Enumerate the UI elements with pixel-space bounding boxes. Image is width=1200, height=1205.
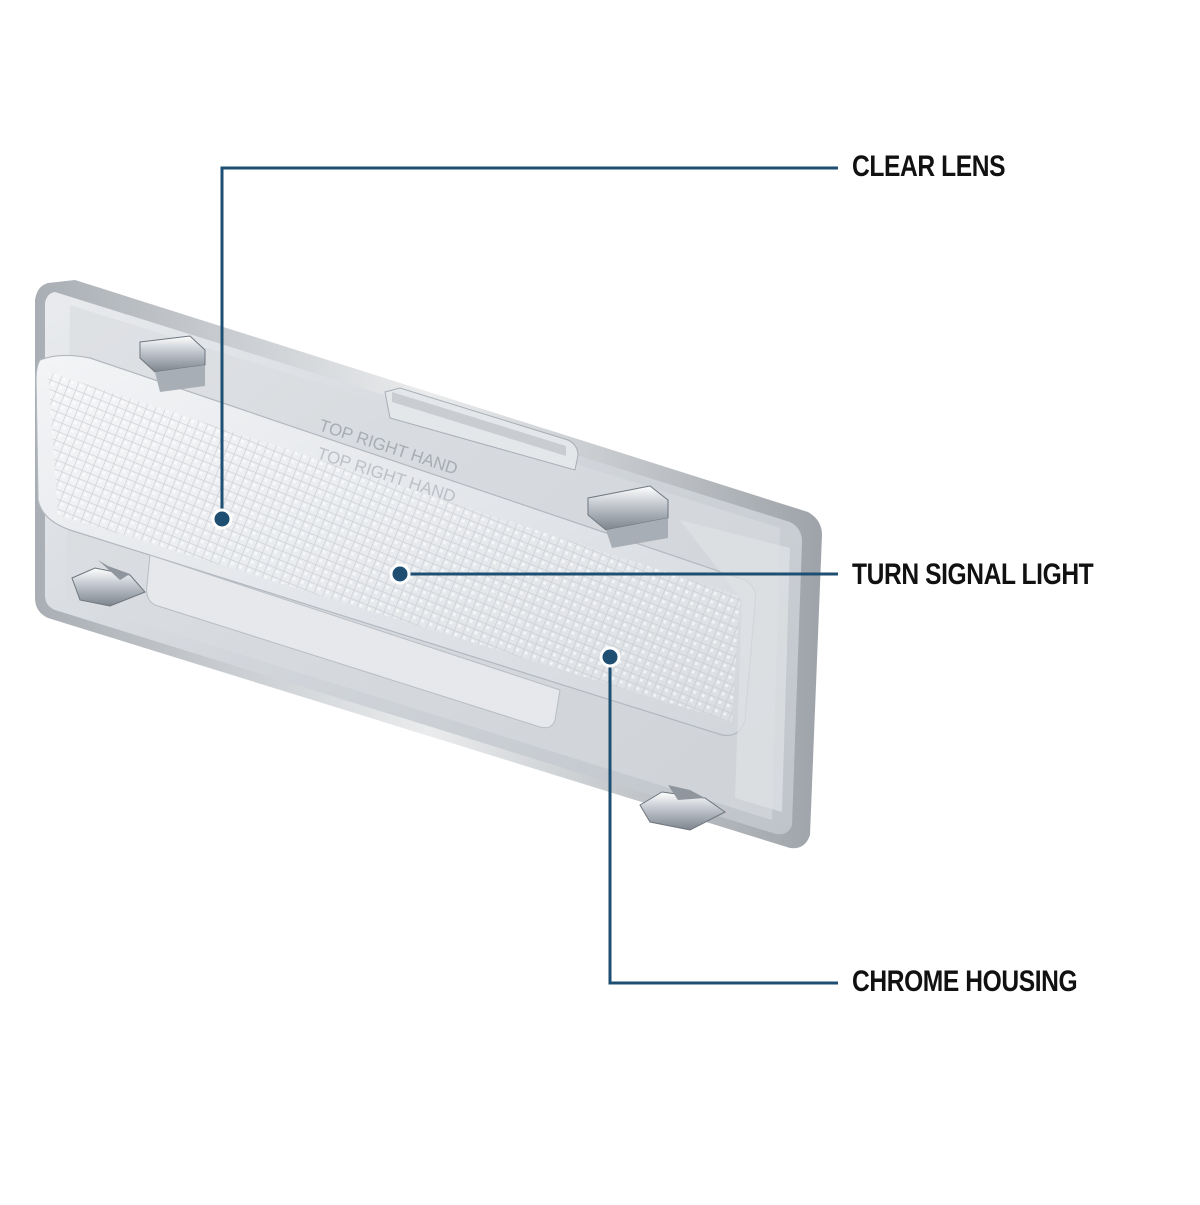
clear-lens-leader — [220, 166, 838, 519]
turn-signal-label: TURN SIGNAL LIGHT — [852, 558, 1094, 591]
clear-lens-dot — [211, 508, 233, 530]
chrome-housing-leader — [608, 657, 838, 985]
clip-bottom-left — [71, 560, 146, 607]
clip-bottom-right — [639, 785, 726, 831]
callout-dots — [211, 508, 621, 668]
chrome-clips — [71, 335, 726, 831]
clear-lens-label: CLEAR LENS — [852, 150, 1006, 183]
clip-top-right — [587, 485, 669, 548]
turn-signal-dot — [389, 563, 411, 585]
housing-end-cap — [680, 520, 790, 812]
callout-lines — [220, 166, 838, 985]
chrome-housing-label: CHROME HOUSING — [852, 965, 1078, 998]
clip-top-left — [139, 335, 206, 392]
chrome-housing-dot — [599, 646, 621, 668]
top-tab — [384, 387, 579, 471]
